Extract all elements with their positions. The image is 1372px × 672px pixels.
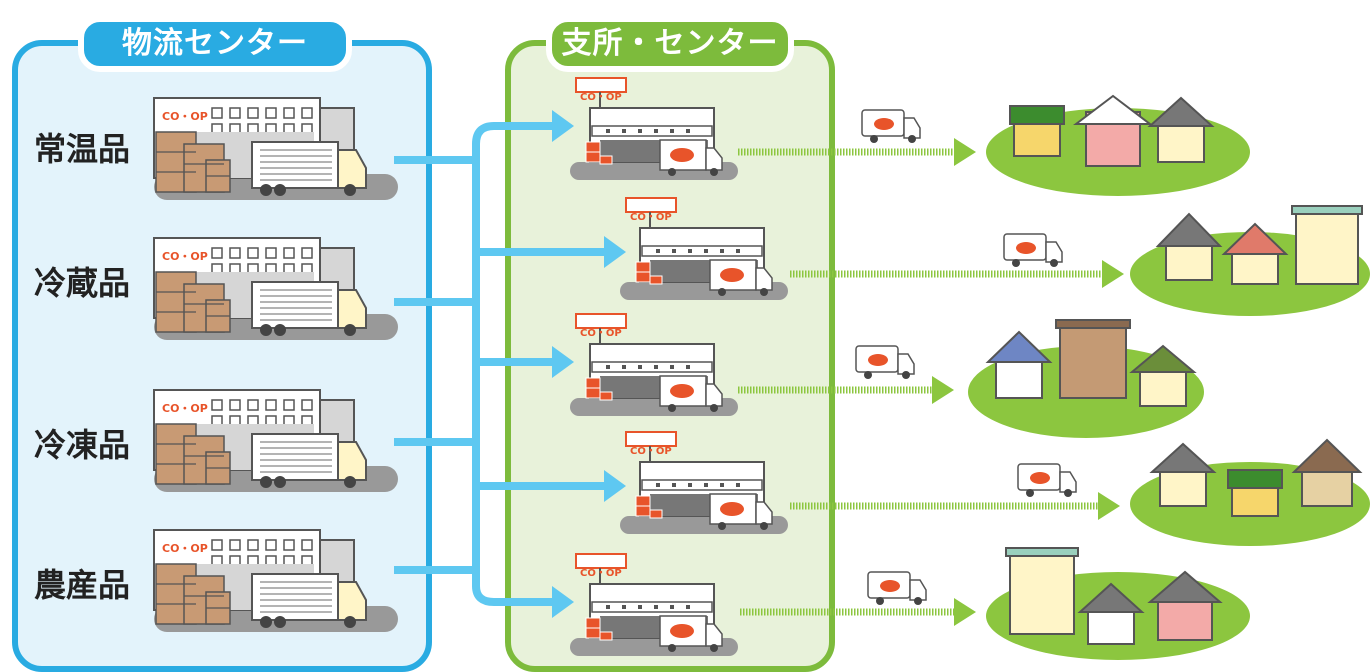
delivery-truck [867, 571, 927, 606]
delivery-truck [855, 345, 915, 380]
delivery-truck [861, 109, 921, 144]
logo-text: CO・OP [162, 110, 208, 123]
depot-logo-text: CO・OP [580, 92, 622, 103]
category-label-chilled: 冷蔵品 [34, 264, 131, 302]
depot-logo-text: CO・OP [580, 568, 622, 579]
depot-logo-text: CO・OP [630, 446, 672, 457]
category-label-frozen: 冷凍品 [34, 426, 131, 464]
logo-text: CO・OP [162, 402, 208, 415]
branch-center-title: 支所・センター [546, 16, 794, 72]
logo-text: CO・OP [162, 250, 208, 263]
depot-logo-text: CO・OP [630, 212, 672, 223]
category-label-produce: 農産品 [34, 566, 131, 604]
logistics-center-title: 物流センター [78, 16, 352, 72]
delivery-truck [1017, 463, 1077, 498]
depot-logo-text: CO・OP [580, 328, 622, 339]
delivery-truck [1003, 233, 1063, 268]
category-label-ambient: 常温品 [34, 130, 131, 168]
logo-text: CO・OP [162, 542, 208, 555]
